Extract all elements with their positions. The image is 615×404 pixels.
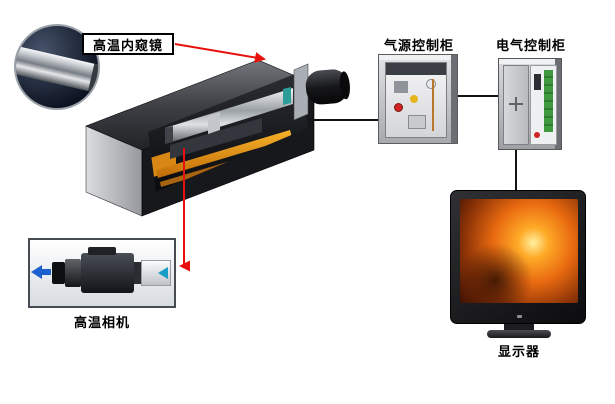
orange-rail bbox=[156, 130, 292, 178]
monitor-power-button bbox=[517, 315, 522, 318]
pcb-board bbox=[544, 70, 553, 132]
blue-arrow-icon bbox=[31, 265, 42, 279]
connector-label-to-enclosure-red-arrow bbox=[174, 43, 266, 63]
air-cabinet bbox=[378, 54, 458, 144]
connectors bbox=[174, 43, 517, 272]
camera-top-bump bbox=[88, 247, 116, 255]
yellow-knob-icon bbox=[410, 95, 418, 103]
enclosure bbox=[85, 59, 350, 217]
air-cabinet-valve-block bbox=[394, 81, 408, 93]
air-cabinet-label: 气源控制柜 bbox=[383, 38, 454, 53]
red-button-icon bbox=[534, 132, 540, 138]
camera-rear-ring bbox=[134, 262, 141, 284]
air-cabinet-top-strip bbox=[386, 63, 446, 75]
camera-box bbox=[28, 238, 176, 308]
copper-pipe bbox=[432, 79, 434, 131]
terminal-block bbox=[534, 74, 541, 90]
camera-lens-barrel bbox=[65, 259, 81, 287]
regulator-block bbox=[408, 115, 426, 129]
motor-cylinder bbox=[305, 69, 350, 105]
monitor-base bbox=[487, 330, 551, 338]
door-handle-cross-icon bbox=[515, 97, 517, 111]
monitor bbox=[450, 190, 586, 324]
monitor-stand bbox=[504, 324, 534, 331]
monitor-screen bbox=[460, 199, 578, 303]
electric-cabinet-side-face bbox=[555, 59, 561, 149]
pressure-gauge-icon bbox=[426, 79, 436, 89]
scope-teal-ring bbox=[283, 87, 291, 105]
air-cabinet-side-face bbox=[451, 55, 457, 143]
motor-flange bbox=[293, 63, 309, 121]
electric-cabinet bbox=[498, 58, 562, 150]
scope-tube-internal bbox=[165, 88, 293, 144]
red-knob-icon bbox=[394, 103, 403, 112]
camera-body bbox=[81, 253, 134, 293]
teal-arrow-icon bbox=[158, 267, 168, 279]
blue-arrow-stem bbox=[42, 269, 51, 275]
connector-enclosure-to-camera-red-arrow bbox=[179, 148, 190, 272]
electric-cabinet-door bbox=[503, 65, 529, 145]
air-cabinet-top-face bbox=[379, 55, 457, 60]
camera-lens-hood bbox=[52, 262, 65, 284]
monitor-label: 显示器 bbox=[497, 344, 540, 359]
electric-cabinet-top-face bbox=[499, 59, 561, 64]
electric-cabinet-interior bbox=[530, 65, 557, 145]
scope-rear-cap bbox=[165, 126, 173, 144]
endoscope-label-text: 高温内窥镜 bbox=[92, 37, 163, 53]
scope-collar bbox=[208, 112, 220, 134]
scope-mount-block bbox=[170, 118, 262, 159]
electric-cabinet-label: 电气控制柜 bbox=[495, 38, 566, 53]
air-cabinet-panel bbox=[385, 62, 447, 138]
camera-label: 高温相机 bbox=[73, 315, 130, 330]
endoscope-label: 高温内窥镜 bbox=[82, 33, 174, 55]
